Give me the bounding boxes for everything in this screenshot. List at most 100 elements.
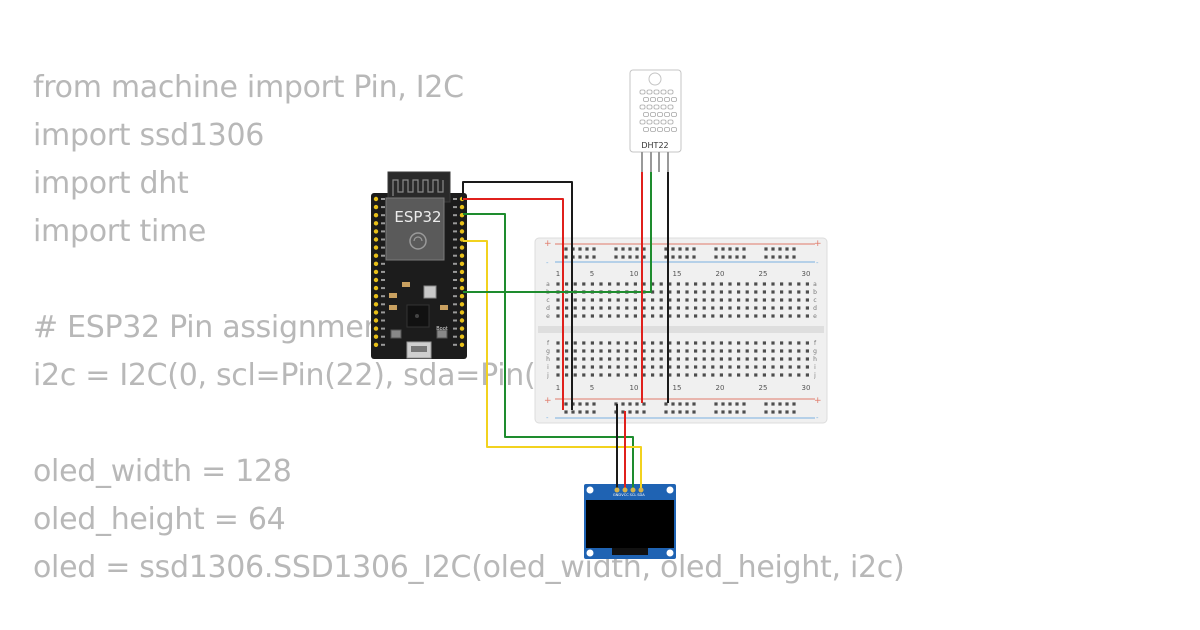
breadboard-hole[interactable]	[582, 365, 586, 369]
breadboard-hole[interactable]	[633, 306, 637, 310]
breadboard-hole[interactable]	[608, 341, 612, 345]
rail-hole[interactable]	[792, 255, 796, 259]
rail-hole[interactable]	[628, 255, 632, 259]
rail-hole[interactable]	[714, 247, 718, 251]
breadboard-hole[interactable]	[797, 341, 801, 345]
breadboard-hole[interactable]	[711, 306, 715, 310]
breadboard-hole[interactable]	[659, 373, 663, 377]
rail-hole[interactable]	[692, 402, 696, 406]
breadboard-hole[interactable]	[745, 282, 749, 286]
rail-hole[interactable]	[714, 402, 718, 406]
breadboard-hole[interactable]	[642, 298, 646, 302]
breadboard-hole[interactable]	[651, 357, 655, 361]
breadboard-hole[interactable]	[788, 282, 792, 286]
rail-hole[interactable]	[742, 402, 746, 406]
rail-hole[interactable]	[564, 410, 568, 414]
rail-hole[interactable]	[735, 410, 739, 414]
breadboard-hole[interactable]	[608, 298, 612, 302]
breadboard-hole[interactable]	[608, 282, 612, 286]
breadboard-hole[interactable]	[685, 282, 689, 286]
breadboard-hole[interactable]	[556, 341, 560, 345]
breadboard-hole[interactable]	[780, 298, 784, 302]
breadboard-hole[interactable]	[599, 314, 603, 318]
breadboard-hole[interactable]	[711, 282, 715, 286]
rail-hole[interactable]	[671, 247, 675, 251]
breadboard-hole[interactable]	[797, 298, 801, 302]
breadboard-hole[interactable]	[582, 298, 586, 302]
breadboard-hole[interactable]	[565, 365, 569, 369]
breadboard-hole[interactable]	[771, 373, 775, 377]
wire-green[interactable]	[463, 213, 634, 488]
rail-hole[interactable]	[671, 410, 675, 414]
rail-hole[interactable]	[664, 247, 668, 251]
breadboard-hole[interactable]	[737, 341, 741, 345]
breadboard-hole[interactable]	[694, 314, 698, 318]
breadboard-hole[interactable]	[805, 314, 809, 318]
breadboard-hole[interactable]	[694, 306, 698, 310]
esp32-pin[interactable]	[459, 342, 465, 347]
rail-hole[interactable]	[642, 402, 646, 406]
breadboard-hole[interactable]	[676, 365, 680, 369]
breadboard-hole[interactable]	[762, 349, 766, 353]
breadboard-hole[interactable]	[625, 298, 629, 302]
breadboard-hole[interactable]	[805, 349, 809, 353]
esp32-pin[interactable]	[373, 245, 379, 250]
breadboard-hole[interactable]	[745, 373, 749, 377]
breadboard-hole[interactable]	[771, 357, 775, 361]
breadboard-hole[interactable]	[771, 306, 775, 310]
breadboard-hole[interactable]	[780, 357, 784, 361]
breadboard-hole[interactable]	[745, 357, 749, 361]
rail-hole[interactable]	[685, 410, 689, 414]
breadboard-hole[interactable]	[625, 341, 629, 345]
breadboard-hole[interactable]	[788, 298, 792, 302]
rail-hole[interactable]	[721, 255, 725, 259]
breadboard-hole[interactable]	[668, 349, 672, 353]
breadboard-hole[interactable]	[582, 373, 586, 377]
breadboard-hole[interactable]	[780, 341, 784, 345]
rail-hole[interactable]	[764, 247, 768, 251]
esp32-pin[interactable]	[459, 245, 465, 250]
rail-hole[interactable]	[778, 410, 782, 414]
breadboard-hole[interactable]	[762, 314, 766, 318]
breadboard-hole[interactable]	[771, 365, 775, 369]
breadboard-hole[interactable]	[788, 290, 792, 294]
rail-hole[interactable]	[771, 247, 775, 251]
esp32-pin[interactable]	[373, 334, 379, 339]
breadboard-hole[interactable]	[754, 357, 758, 361]
breadboard-hole[interactable]	[762, 290, 766, 294]
breadboard-hole[interactable]	[616, 314, 620, 318]
breadboard-hole[interactable]	[590, 365, 594, 369]
breadboard-hole[interactable]	[676, 306, 680, 310]
breadboard-hole[interactable]	[685, 373, 689, 377]
breadboard-hole[interactable]	[745, 349, 749, 353]
esp32-pin[interactable]	[459, 261, 465, 266]
rail-hole[interactable]	[671, 402, 675, 406]
breadboard-hole[interactable]	[728, 314, 732, 318]
breadboard-hole[interactable]	[565, 282, 569, 286]
rail-hole[interactable]	[735, 255, 739, 259]
rail-hole[interactable]	[785, 255, 789, 259]
breadboard-hole[interactable]	[616, 373, 620, 377]
breadboard-hole[interactable]	[805, 282, 809, 286]
rail-hole[interactable]	[614, 255, 618, 259]
breadboard-hole[interactable]	[633, 373, 637, 377]
breadboard-hole[interactable]	[737, 314, 741, 318]
breadboard-hole[interactable]	[771, 314, 775, 318]
breadboard-hole[interactable]	[719, 365, 723, 369]
breadboard-hole[interactable]	[590, 349, 594, 353]
breadboard-hole[interactable]	[711, 365, 715, 369]
breadboard-hole[interactable]	[659, 282, 663, 286]
breadboard-hole[interactable]	[565, 373, 569, 377]
rail-hole[interactable]	[592, 410, 596, 414]
breadboard-hole[interactable]	[711, 290, 715, 294]
breadboard-hole[interactable]	[633, 349, 637, 353]
breadboard-hole[interactable]	[651, 373, 655, 377]
breadboard-hole[interactable]	[719, 282, 723, 286]
breadboard-hole[interactable]	[702, 373, 706, 377]
breadboard-hole[interactable]	[762, 298, 766, 302]
breadboard-hole[interactable]	[642, 306, 646, 310]
breadboard-hole[interactable]	[668, 341, 672, 345]
rail-hole[interactable]	[714, 255, 718, 259]
breadboard-hole[interactable]	[745, 290, 749, 294]
breadboard-hole[interactable]	[754, 373, 758, 377]
